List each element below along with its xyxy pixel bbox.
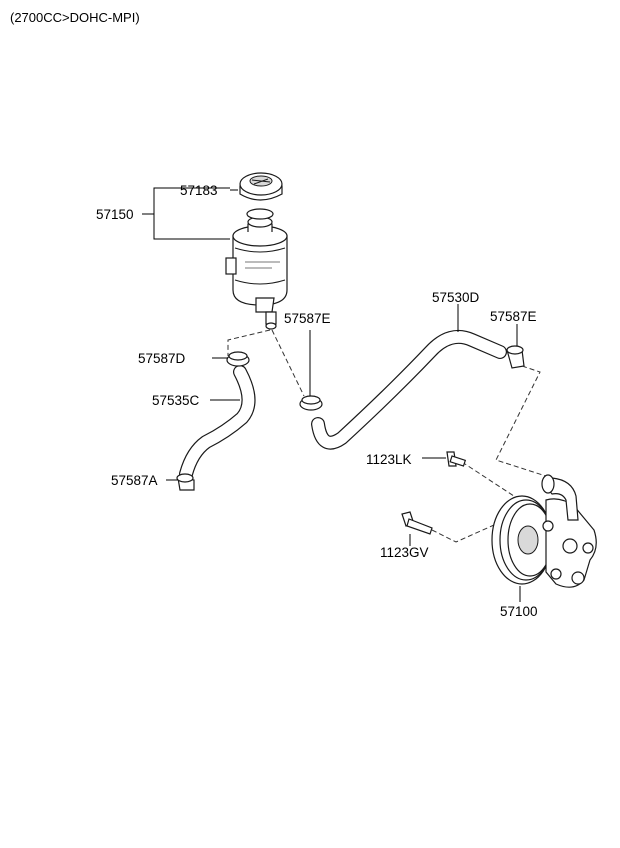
assembly-line-clamp-to-pump — [495, 365, 553, 479]
callout-57587E-right: 57587E — [490, 309, 537, 324]
assembly-line-reservoir-to-hose — [271, 329, 305, 397]
hose-clamp-57587D — [226, 351, 250, 367]
callout-57587A: 57587A — [111, 473, 158, 488]
callout-57587E-left: 57587E — [284, 311, 331, 326]
callout-57535C: 57535C — [152, 393, 200, 408]
oil-reservoir — [225, 208, 288, 330]
callout-1123GV: 1123GV — [380, 545, 429, 560]
assembly-line-bolt-gv — [431, 524, 495, 543]
callout-57150: 57150 — [96, 207, 134, 222]
hose-clamp-57587A — [176, 473, 195, 491]
callout-57587D: 57587D — [138, 351, 186, 366]
suction-hose — [179, 365, 256, 481]
callout-57530D: 57530D — [432, 290, 480, 305]
assembly-line-bolt-lk — [461, 461, 521, 501]
bolt-1123GV — [401, 511, 433, 535]
pressure-hose — [311, 330, 507, 450]
leader-57150 — [142, 187, 230, 240]
callout-57183: 57183 — [180, 183, 218, 198]
engine-spec-header: (2700CC>DOHC-MPI) — [10, 10, 140, 25]
bolt-1123LK — [446, 451, 467, 467]
hose-clamp-57587E-left — [299, 395, 323, 411]
callout-57100: 57100 — [500, 604, 538, 619]
assembly-line-reservoir-to-clamp — [227, 329, 271, 356]
reservoir-cap — [239, 172, 283, 201]
callout-1123LK: 1123LK — [366, 452, 412, 467]
hose-clamp-57587E-right — [506, 345, 525, 369]
power-steering-pump — [491, 474, 597, 588]
